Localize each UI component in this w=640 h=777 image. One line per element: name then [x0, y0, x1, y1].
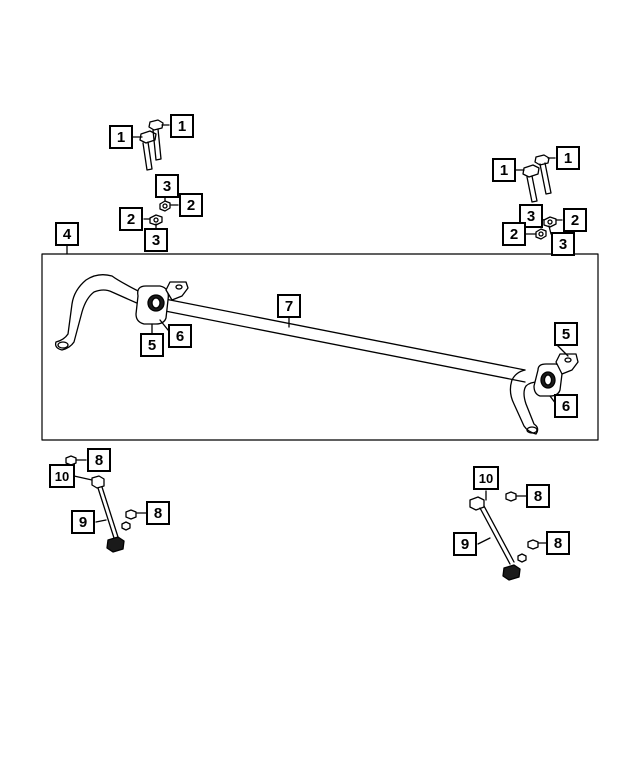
callout-bolt-right-a: 1	[492, 158, 516, 182]
callout-bushing-left: 5	[140, 333, 164, 357]
nut-icon-link-left-bottom	[121, 509, 137, 531]
leader-link-left-boot	[73, 475, 93, 481]
callout-nut-left-top: 3	[155, 174, 179, 198]
callout-clamp-left: 6	[168, 324, 192, 348]
callout-nut-right-b: 2	[563, 208, 587, 232]
link-icon-right	[469, 496, 521, 581]
stabilizer-bar-shape	[54, 274, 579, 435]
nut-icon-left-b	[149, 214, 163, 226]
callout-link-right-nut-bottom: 8	[546, 531, 570, 555]
callout-nut-left-top-b: 2	[179, 193, 203, 217]
callout-link-right-nut-top: 8	[526, 484, 550, 508]
callout-nut-left-bottom-a: 2	[119, 207, 143, 231]
nut-icon-left-a	[159, 200, 171, 212]
callout-link-left-nut-bottom: 8	[146, 501, 170, 525]
link-icon-left	[91, 475, 125, 553]
callout-nut-left-bottom-b: 3	[144, 228, 168, 252]
bolt-icon-left-b	[148, 119, 164, 161]
callout-nut-right-c: 2	[502, 222, 526, 246]
callout-bolt-right-b: 1	[556, 146, 580, 170]
leader-clamp-left	[159, 319, 169, 331]
callout-link-left-boot: 10	[49, 464, 75, 488]
callout-bolt-left-a: 1	[109, 125, 133, 149]
callout-link-left: 9	[71, 510, 95, 534]
callout-link-right: 9	[453, 532, 477, 556]
nut-icon-right-b	[535, 228, 547, 240]
callout-nut-right-d: 3	[551, 232, 575, 256]
nut-icon-right-a	[543, 216, 557, 228]
leader-bushing-right	[555, 343, 569, 357]
nut-icon-link-right-top	[505, 491, 517, 502]
leader-link-left	[95, 519, 107, 523]
callout-clamp-right: 6	[554, 394, 578, 418]
callout-link-right-boot: 10	[473, 466, 499, 490]
bolt-icon-right-a	[522, 164, 540, 203]
assembly-frame	[41, 253, 599, 441]
bolt-icon-left-a	[139, 130, 157, 171]
leader-nut-right-3b	[548, 225, 552, 235]
nut-icon-link-right-bottom	[517, 539, 539, 563]
callout-link-left-nut-top: 8	[87, 448, 111, 472]
callout-bolt-left-b: 1	[170, 114, 194, 138]
callout-bushing-right: 5	[554, 322, 578, 346]
leader-link-right	[477, 537, 491, 545]
bolt-icon-right-b	[534, 154, 552, 195]
nut-icon-link-left-top	[65, 455, 77, 466]
callout-assembly: 4	[55, 222, 79, 246]
callout-bar: 7	[277, 294, 301, 318]
